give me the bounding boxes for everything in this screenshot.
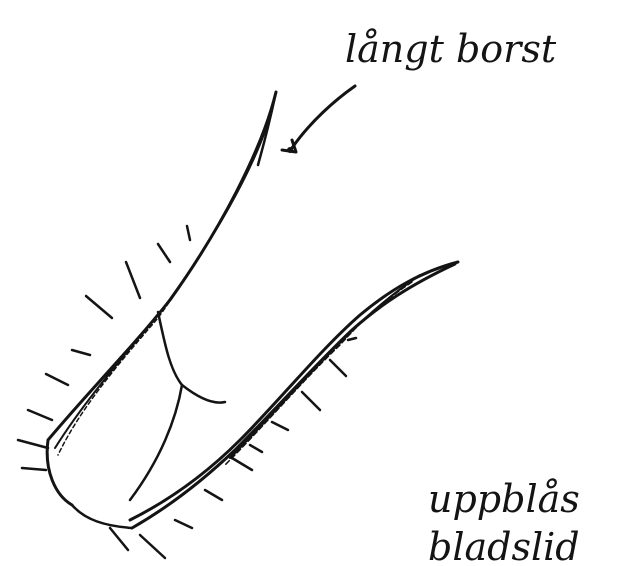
bristles-left-arm [18,226,190,470]
arrow-tip-dot [287,147,293,153]
label-long-bristle: långt borst [345,27,557,71]
arrow-shaft [292,86,355,148]
inflated-sheath-arm [72,262,458,528]
label-inflated-sheath-line2: bladslid [428,525,580,566]
arrow-pointer [282,86,355,153]
label-inflated-sheath-line1: uppblås [428,477,580,521]
